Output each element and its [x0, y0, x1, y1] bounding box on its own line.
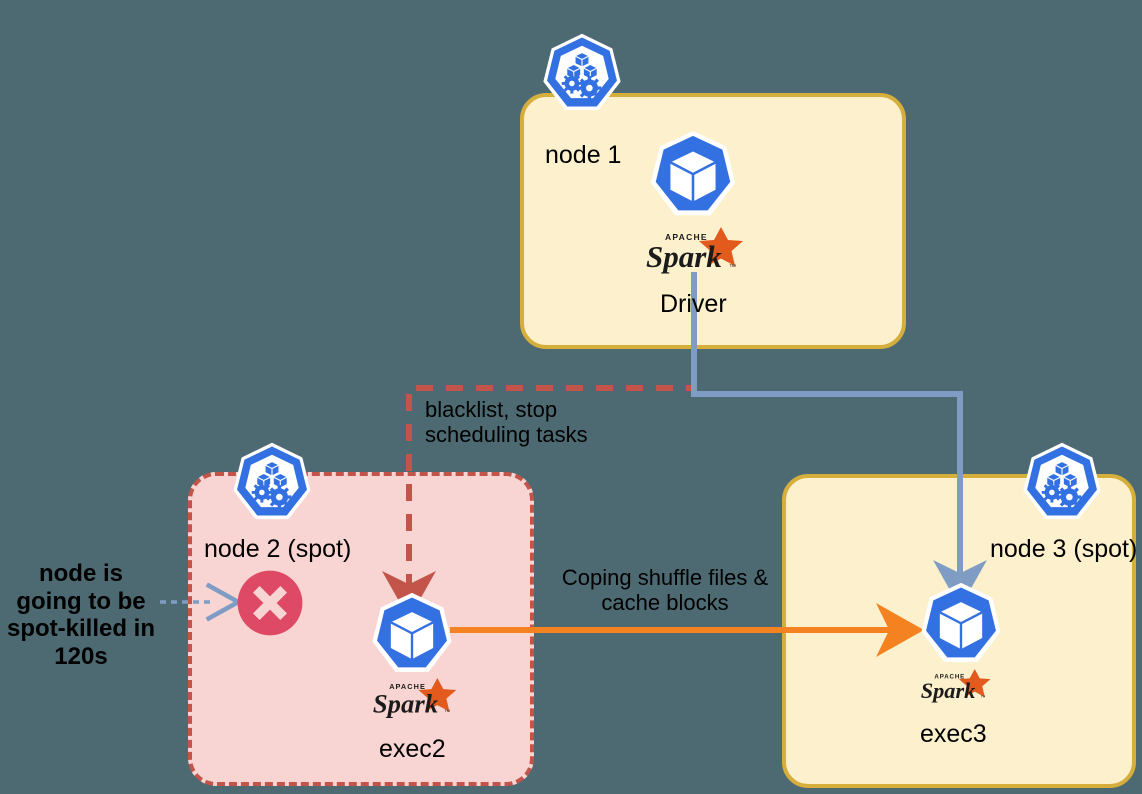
- pod-cube-icon: [921, 582, 1001, 662]
- edge-label-blacklist-line1: blacklist, stop: [425, 397, 558, 422]
- pod-label-exec3: exec3: [920, 720, 987, 748]
- edge-label-copy-line2: cache blocks: [601, 590, 729, 615]
- svg-text:Spark: Spark: [373, 688, 439, 718]
- svg-text:APACHE: APACHE: [389, 682, 426, 691]
- kubernetes-node-icon: [1023, 442, 1101, 520]
- edge-label-blacklist-line2: scheduling tasks: [425, 422, 588, 447]
- svg-text:™: ™: [980, 695, 985, 701]
- spot-kill-notice: node is going to be spot-killed in 120s: [6, 560, 155, 670]
- error-x-circle-icon: [237, 570, 303, 636]
- node-label-node3: node 3 (spot): [990, 535, 1138, 563]
- svg-text:APACHE: APACHE: [665, 232, 708, 242]
- pod-cube-icon: [372, 592, 452, 672]
- kubernetes-node-icon: [233, 442, 311, 520]
- svg-text:Spark: Spark: [646, 239, 722, 274]
- node-label-node1: node 1: [545, 141, 622, 169]
- svg-text:™: ™: [444, 709, 450, 716]
- pod-label-exec2: exec2: [379, 735, 446, 763]
- edge-label-copy-line1: Coping shuffle files &: [561, 565, 769, 590]
- kubernetes-node-icon: [543, 33, 621, 111]
- pod-label-driver: Driver: [660, 290, 727, 318]
- svg-text:™: ™: [729, 264, 736, 271]
- svg-text:Spark: Spark: [921, 678, 976, 703]
- node-label-node2: node 2 (spot): [204, 535, 352, 563]
- apache-spark-logo: APACHE Spark ™: [373, 678, 457, 718]
- pod-cube-icon: [650, 130, 736, 216]
- apache-spark-logo: APACHE Spark ™: [646, 227, 743, 274]
- apache-spark-logo: APACHE Spark ™: [921, 669, 991, 703]
- svg-text:APACHE: APACHE: [934, 673, 965, 680]
